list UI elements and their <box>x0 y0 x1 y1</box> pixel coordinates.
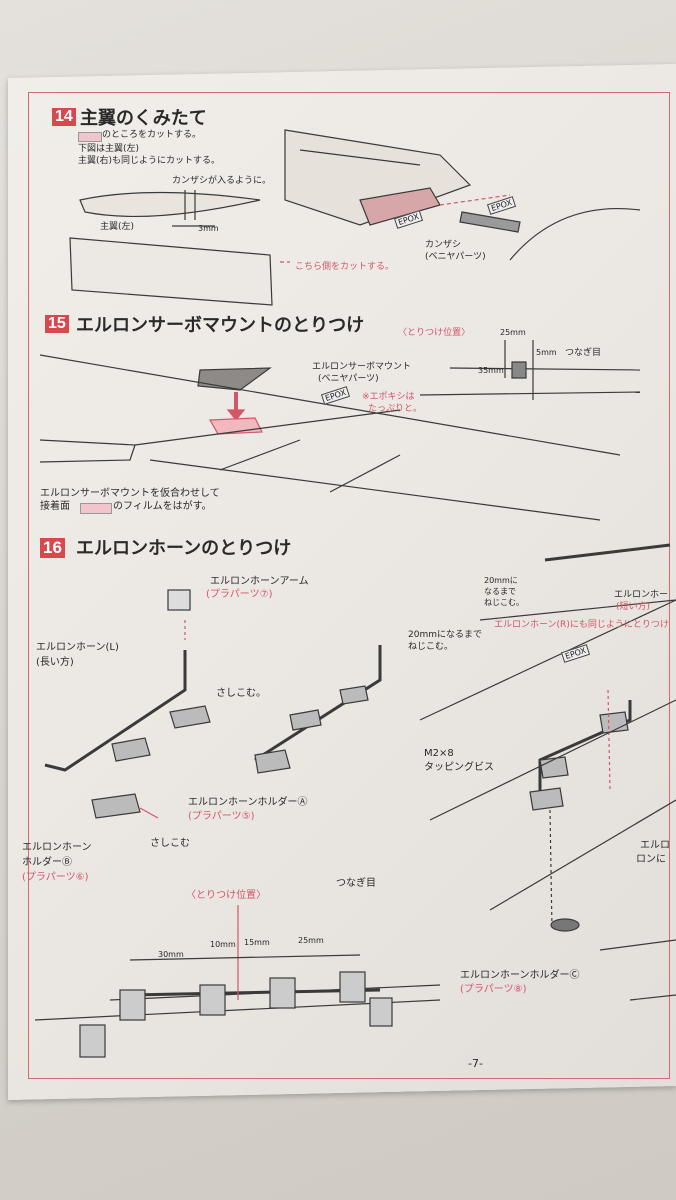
step-15-number: 15 <box>45 315 69 333</box>
insert-label-2: さしこむ <box>150 838 190 849</box>
dimension-25mm-15: 25mm <box>500 328 526 337</box>
page-border <box>28 92 670 1079</box>
servo-mount-label: エルロンサーボマウント <box>312 362 412 372</box>
holder-c-label: エルロンホーンホルダーⒸ <box>460 970 580 981</box>
horn-l-label: エルロンホーン(L) <box>36 642 119 653</box>
step-15-instruction-2b: のフィルムをはがす。 <box>113 501 212 512</box>
cut-text-1: エルロ <box>640 840 670 851</box>
step-14-note-2: 下図は主翼(左) <box>78 144 140 154</box>
horn-arm-part: (プラパーツ⑦) <box>206 589 273 600</box>
horn-assembly-middle <box>254 645 382 762</box>
dimension-3mm: 3mm <box>198 224 219 233</box>
kanzashi-note: カンザシが入るように。 <box>172 176 272 186</box>
page-number: -7- <box>468 1057 483 1070</box>
step-14-note-3: 主翼(右)も同じようにカットする。 <box>78 156 221 166</box>
horn-l-sub: (長い方) <box>36 657 74 668</box>
film-area-swatch <box>80 503 112 514</box>
holder-a-label: エルロンホーンホルダーⒶ <box>188 797 308 808</box>
dimension-10mm: 10mm <box>210 940 236 949</box>
cut-text-2: ロンに <box>636 854 666 865</box>
kanzashi-label: カンザシ <box>425 240 462 250</box>
cut-side-label: こちら側をカットする。 <box>295 262 395 272</box>
step-14-number: 14 <box>52 108 76 126</box>
holder-a-part: (プラパーツ⑤) <box>188 811 255 822</box>
position-label-15: 〈とりつけ位置〉 <box>398 328 471 338</box>
epoxy-note-2: たっぷりと。 <box>368 404 423 414</box>
dimension-35mm: 35mm <box>478 366 504 375</box>
horn-arm-label: エルロンホーンアーム <box>210 576 309 587</box>
epoxy-note-1: ※エポキシは <box>362 392 415 402</box>
servo-mount-plate <box>197 367 272 391</box>
wing-panel-left <box>69 237 273 306</box>
r-20mm-line3: ねじこむ。 <box>484 598 524 607</box>
r-same-note: エルロンホーン(R)にも同じようにとりつけ <box>494 620 669 630</box>
holder-b-label-2: ホルダーⒷ <box>22 857 72 868</box>
r-20mm-line2: なるまで <box>484 587 516 596</box>
screw-20mm-line2: ねじこむ。 <box>408 642 454 652</box>
screw-20mm-line1: 20mmになるまで <box>408 630 482 640</box>
step-16-title: エルロンホーンのとりつけ <box>76 538 292 558</box>
dimension-5mm: 5mm <box>536 348 557 357</box>
holder-b-label-1: エルロンホーン <box>22 842 92 853</box>
dimension-25mm-16: 25mm <box>298 936 324 945</box>
step-15-instruction-1: エルロンサーボマウントを仮合わせして <box>40 488 220 499</box>
joint-label-15: つなぎ目 <box>565 348 602 358</box>
aileron-horn-long <box>44 650 187 772</box>
horn-holder-a2 <box>111 737 151 762</box>
horn-holder-b <box>91 793 141 819</box>
kanzashi-part: (ベニヤパーツ) <box>425 252 486 262</box>
step-15-title: エルロンサーボマウントのとりつけ <box>76 315 365 335</box>
r-20mm-line1: 20mmに <box>484 576 518 585</box>
holder-c-part: (プラパーツ⑧) <box>460 984 527 995</box>
dimension-30mm: 30mm <box>158 950 184 959</box>
dimension-15mm: 15mm <box>244 938 270 947</box>
horn-holder-a1 <box>169 705 211 729</box>
position-label-16: 〈とりつけ位置〉 <box>186 890 267 901</box>
insert-label-1: さしこむ。 <box>216 688 266 699</box>
screw-label: M2×8 <box>424 748 454 759</box>
step-16-number: 16 <box>40 538 65 558</box>
tapping-screw-label: タッピングビス <box>424 762 494 773</box>
step-14-note-1: のところをカットする。 <box>102 130 202 140</box>
horn-short-label: エルロンホー <box>614 590 669 600</box>
horn-assembly-right <box>538 700 632 800</box>
servo-mount-part: (ベニヤパーツ) <box>318 374 379 384</box>
step-14-title: 主翼のくみたて <box>80 108 207 128</box>
step-15-instruction-2a: 接着面 <box>40 501 70 512</box>
cut-area-swatch <box>78 132 102 142</box>
wing-left-label: 主翼(左) <box>100 222 135 232</box>
airfoil-drawing <box>79 191 261 218</box>
holder-b-part: (プラパーツ⑥) <box>22 872 89 883</box>
horn-short-sub: (短い方) <box>616 602 651 612</box>
joint-label-16: つなぎ目 <box>336 878 376 889</box>
